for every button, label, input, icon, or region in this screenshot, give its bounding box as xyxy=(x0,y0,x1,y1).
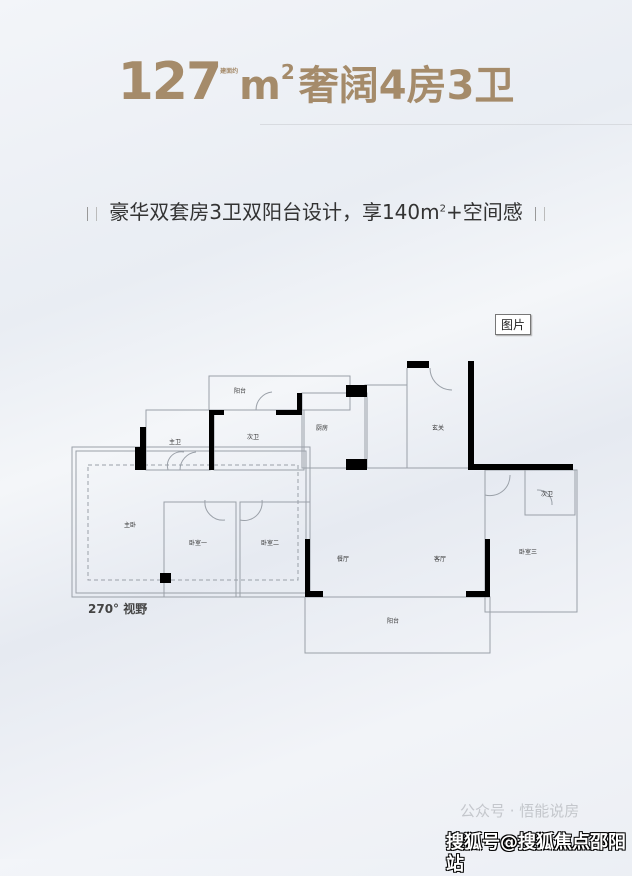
door-swing xyxy=(484,474,511,497)
room-label: 餐厅 xyxy=(337,555,349,563)
subtitle: 豪华双套房3卫双阳台设计，享140m2+空间感 xyxy=(0,196,632,225)
wall xyxy=(346,385,367,397)
wall xyxy=(346,459,367,470)
right-wing-outline xyxy=(484,469,578,613)
area-note: 建面约 xyxy=(220,68,239,75)
room-label: 厨房 xyxy=(316,424,328,432)
room-label: 次卫 xyxy=(541,490,553,498)
room-label: 次卫 xyxy=(247,433,259,441)
room-label: 主卧 xyxy=(124,521,136,529)
left-decoration xyxy=(87,206,98,221)
view-label: 270° 视野 xyxy=(88,602,148,616)
door-swing xyxy=(179,451,197,471)
door-swing xyxy=(429,367,453,391)
wall xyxy=(209,410,224,415)
room-label: 玄关 xyxy=(432,424,444,432)
right-decoration xyxy=(534,206,545,221)
door-swing xyxy=(204,499,226,521)
door-swing xyxy=(255,391,273,411)
room-label: 客厅 xyxy=(434,555,446,563)
left-wing-dashed xyxy=(87,464,299,581)
room-label: 卧室二 xyxy=(261,539,279,547)
room-label: 阳台 xyxy=(234,387,246,395)
wall xyxy=(160,573,171,583)
door-swing xyxy=(536,489,553,506)
door-swing xyxy=(166,451,185,471)
bottom-balcony-outline xyxy=(304,596,491,654)
area-number: 127 xyxy=(117,52,223,112)
left-wing-inner xyxy=(75,450,307,594)
wall xyxy=(468,464,573,470)
wall xyxy=(297,393,302,415)
wall xyxy=(276,410,302,415)
overlay-watermark: 搜狐号@搜狐焦点邵阳站 xyxy=(446,832,626,875)
image-tag[interactable]: 图片 xyxy=(495,314,532,335)
title-text: 奢阔4房3卫 xyxy=(298,63,515,109)
foyer-outline xyxy=(406,368,474,469)
wall xyxy=(135,447,146,470)
room-label: 主卫 xyxy=(169,438,181,446)
room-label: 卧室一 xyxy=(189,539,207,547)
divider xyxy=(260,124,632,125)
room-label: 阳台 xyxy=(387,617,399,625)
area-unit: m2 xyxy=(239,59,295,109)
wall xyxy=(466,591,490,597)
kitchen-window xyxy=(364,384,408,469)
background-watermark: 公众号 · 悟能说房 xyxy=(460,802,580,820)
kitchen-outline xyxy=(301,392,368,469)
wall xyxy=(485,539,490,597)
wall xyxy=(305,539,310,597)
wall xyxy=(209,410,214,470)
wall xyxy=(407,361,429,368)
wall xyxy=(468,361,474,470)
bedroom1-outline xyxy=(163,501,237,598)
door-swing xyxy=(239,499,263,521)
wall xyxy=(305,591,323,597)
room-label: 卧室三 xyxy=(519,548,537,556)
bedroom2-outline xyxy=(239,501,311,598)
